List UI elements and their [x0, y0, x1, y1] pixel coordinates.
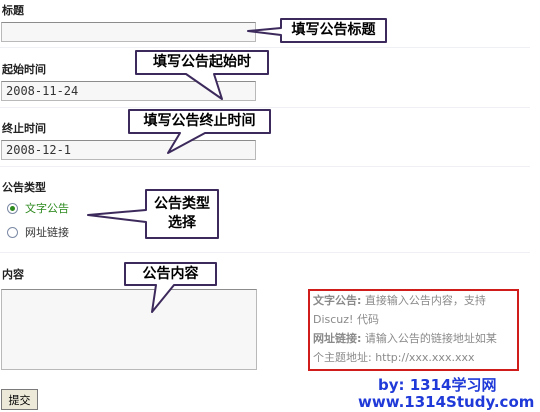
submit-button[interactable]: 提交 [1, 389, 38, 410]
watermark-line-2: www.1314Study.com [358, 393, 535, 411]
type-option-link[interactable]: 网址链接 [7, 224, 69, 240]
title-callout [247, 18, 387, 43]
help-link-term: 网址链接: [313, 332, 362, 345]
divider [0, 166, 530, 167]
type-option-text[interactable]: 文字公告 [7, 200, 69, 216]
start-time-label: 起始时间 [2, 63, 46, 76]
type-callout-text-1: 公告类型 [154, 196, 210, 212]
type-label: 公告类型 [2, 181, 46, 194]
help-box: 文字公告: 直接输入公告内容，支持 Discuz! 代码 网址链接: 请输入公告… [308, 289, 519, 371]
divider [0, 252, 530, 253]
radio-unchecked-icon[interactable] [7, 226, 18, 238]
end-callout [128, 109, 271, 154]
title-label: 标题 [2, 4, 24, 17]
watermark-line-1: by: 1314学习网 [378, 376, 497, 394]
type-callout [87, 189, 219, 239]
divider [0, 47, 530, 48]
help-link-desc-2: 个主题地址: http://xxx.xxx.xxx [313, 351, 475, 364]
help-text-desc: 直接输入公告内容，支持 [361, 294, 486, 307]
content-callout [124, 262, 217, 313]
start-time-input[interactable]: 2008-11-24 [1, 81, 256, 101]
start-callout-text: 填写公告起始时 [153, 54, 251, 70]
radio-checked-icon[interactable] [7, 202, 18, 214]
type-option-link-label: 网址链接 [25, 226, 69, 239]
content-callout-text: 公告内容 [142, 266, 199, 282]
divider [0, 107, 530, 108]
content-textarea[interactable] [1, 289, 257, 370]
type-option-text-label: 文字公告 [25, 202, 69, 215]
start-callout [135, 50, 269, 100]
end-time-input[interactable]: 2008-12-1 [1, 140, 256, 160]
title-callout-text: 填写公告标题 [291, 22, 376, 38]
help-link-desc: 请输入公告的链接地址如某 [361, 332, 497, 345]
content-label: 内容 [2, 268, 24, 281]
help-text-term: 文字公告: [313, 294, 362, 307]
help-text-desc-2: Discuz! 代码 [313, 313, 379, 326]
type-callout-text-2: 选择 [168, 215, 196, 231]
end-time-label: 终止时间 [2, 122, 46, 135]
end-callout-text: 填写公告终止时间 [143, 113, 256, 129]
